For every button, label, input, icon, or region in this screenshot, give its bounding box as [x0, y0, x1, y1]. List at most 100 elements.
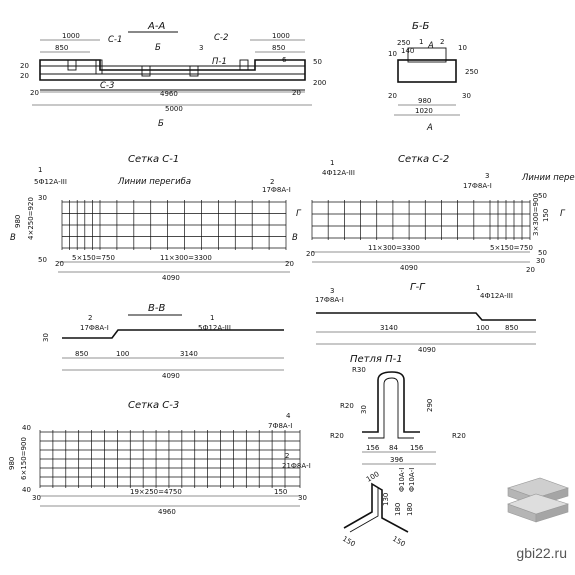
dim-20-c: 20 [30, 89, 39, 97]
cut-b: Б [158, 119, 164, 129]
dim-850-left: 850 [55, 44, 68, 52]
dim-100-iso: 100 [365, 470, 381, 484]
callout-bar-1-gg: 4Ф12А-III [480, 292, 513, 300]
dim-156-a: 156 [366, 444, 380, 452]
callout-bar-2-c3: 21Ф8А-I [282, 462, 311, 470]
callout-1: 1 [38, 166, 42, 174]
dim-20-d: 20 [292, 89, 301, 97]
label-c3: С-3 [100, 81, 114, 91]
callout-bar-3-c2: 17Ф8А-I [463, 182, 492, 190]
cut-g-left: Г [296, 209, 302, 219]
dim-980-c1: 980 [14, 215, 22, 228]
dim-right-v-c2: 3×300=900 [532, 193, 540, 236]
callout-4-c3: 4 [286, 412, 291, 420]
dim-850-gg: 850 [505, 324, 518, 332]
label-b: Б [155, 43, 161, 53]
callout-2-vv: 2 [88, 314, 92, 322]
callout-bar-1: 5Ф12А-III [34, 178, 67, 186]
dim-pitch-b-c1: 11×300=3300 [160, 254, 212, 262]
section-vv: В-В 2 17Ф8А-I 1 5Ф12А-III 30 850 100 314… [42, 303, 284, 380]
callout-1-c2: 1 [330, 159, 334, 167]
dim-40-c3-a: 40 [22, 424, 31, 432]
dim-20-c2-b: 20 [526, 266, 535, 274]
dim-total-c3: 4960 [158, 508, 176, 516]
dim-5000: 5000 [165, 105, 183, 113]
dim-30-p1: 30 [360, 405, 368, 414]
dim-30-c3-b: 30 [298, 494, 307, 502]
section-bb: Б-Б 250 140 10 10 А 1 2 250 20 980 1020 … [388, 21, 478, 133]
dim-84: 84 [389, 444, 398, 452]
label-2: 2 [440, 38, 444, 46]
dim-180-b-iso: 180 [406, 503, 414, 516]
dim-250-v: 250 [465, 68, 478, 76]
section-vv-title: В-В [148, 303, 165, 314]
section-gg: Г-Г 3 17Ф8А-I 1 4Ф12А-III 3140 100 850 4… [315, 282, 536, 354]
dim-156-b: 156 [410, 444, 424, 452]
dim-250: 250 [397, 39, 410, 47]
mesh-c3: Сетка С-3 4 7Ф8А-I 2 21Ф8А-I 40 980 6×15… [8, 400, 311, 516]
dim-30-vv: 30 [42, 333, 50, 342]
callout-1-vv: 5Ф12А-III [198, 324, 231, 332]
dim-20-b: 20 [20, 72, 29, 80]
dim-20: 20 [388, 92, 397, 100]
dim-980: 980 [418, 97, 431, 105]
dim-150-c2: 150 [542, 209, 550, 222]
label-a: А [427, 41, 434, 51]
mesh-c2: Сетка С-2 1 4Ф12А-III 3 17Ф8А-I Линии пе… [296, 154, 575, 274]
dim-180-a-iso: 180 [394, 503, 402, 516]
bar-iso-1: Ф10А-I [398, 468, 406, 492]
dim-1000-left: 1000 [62, 32, 80, 40]
dim-total-gg: 4090 [418, 346, 436, 354]
section-gg-title: Г-Г [410, 282, 426, 293]
loop-p1-shape [362, 371, 420, 433]
dim-100-vv: 100 [116, 350, 129, 358]
dim-850-right: 850 [272, 44, 285, 52]
label-p1: П-1 [212, 57, 227, 67]
section-aa-title: А-А [147, 21, 165, 32]
bar-profile-gg [316, 312, 536, 321]
bar-iso-2: Ф10А-I [408, 468, 416, 492]
dim-100-gg: 100 [476, 324, 489, 332]
section-bb-title: Б-Б [412, 21, 429, 32]
callout-bar-2: 17Ф8А-I [262, 186, 291, 194]
callout-bar-2-vv: 17Ф8А-I [80, 324, 109, 332]
dim-10-a: 10 [388, 50, 397, 58]
cut-g-right: Г [560, 209, 566, 219]
dim-total-vv: 4090 [162, 372, 180, 380]
mesh-c2-grid [311, 200, 531, 240]
dim-20-c2: 20 [306, 250, 315, 258]
dim-130-iso: 130 [382, 493, 390, 506]
callout-1num-vv: 1 [210, 314, 214, 322]
loop-iso-shape [343, 482, 409, 533]
dim-20-c1-b: 20 [285, 260, 294, 268]
dim-pitch-a-c1: 5×150=750 [72, 254, 115, 262]
dim-3140-vv: 3140 [180, 350, 198, 358]
dim-50-c2: 50 [538, 192, 547, 200]
callout-3-c2: 3 [485, 172, 489, 180]
label-1: 1 [419, 38, 423, 46]
dim-50-c2-b: 50 [538, 249, 547, 257]
dim-4960: 4960 [160, 90, 178, 98]
dim-20-c1: 20 [55, 260, 64, 268]
section-bb-body [397, 59, 457, 83]
dim-290: 290 [426, 399, 434, 412]
callout-2: 2 [270, 178, 274, 186]
mesh-c3-title: Сетка С-3 [128, 400, 179, 411]
dim-140: 140 [401, 47, 414, 55]
cut-v-left: В [10, 233, 16, 243]
mesh-c2-title: Сетка С-2 [398, 154, 449, 165]
dim-pitch-a-c2: 5×150=750 [490, 244, 533, 252]
callout-bend-c2: Линии перегиба [521, 173, 575, 183]
mesh-c1-title: Сетка С-1 [128, 154, 179, 165]
bar-profile-vv [62, 329, 284, 339]
dim-30-c3-a: 30 [32, 494, 41, 502]
dim-980-c3: 980 [8, 457, 16, 470]
watermark-text: gbi22.ru [516, 545, 567, 561]
dim-30: 30 [462, 92, 471, 100]
callout-1-gg: 1 [476, 284, 480, 292]
dim-total-c2: 4090 [400, 264, 418, 272]
dim-200: 200 [313, 79, 326, 87]
cut-a: А [426, 123, 433, 133]
dim-r20-b: R20 [330, 432, 344, 440]
label-c2: С-2 [214, 33, 228, 43]
